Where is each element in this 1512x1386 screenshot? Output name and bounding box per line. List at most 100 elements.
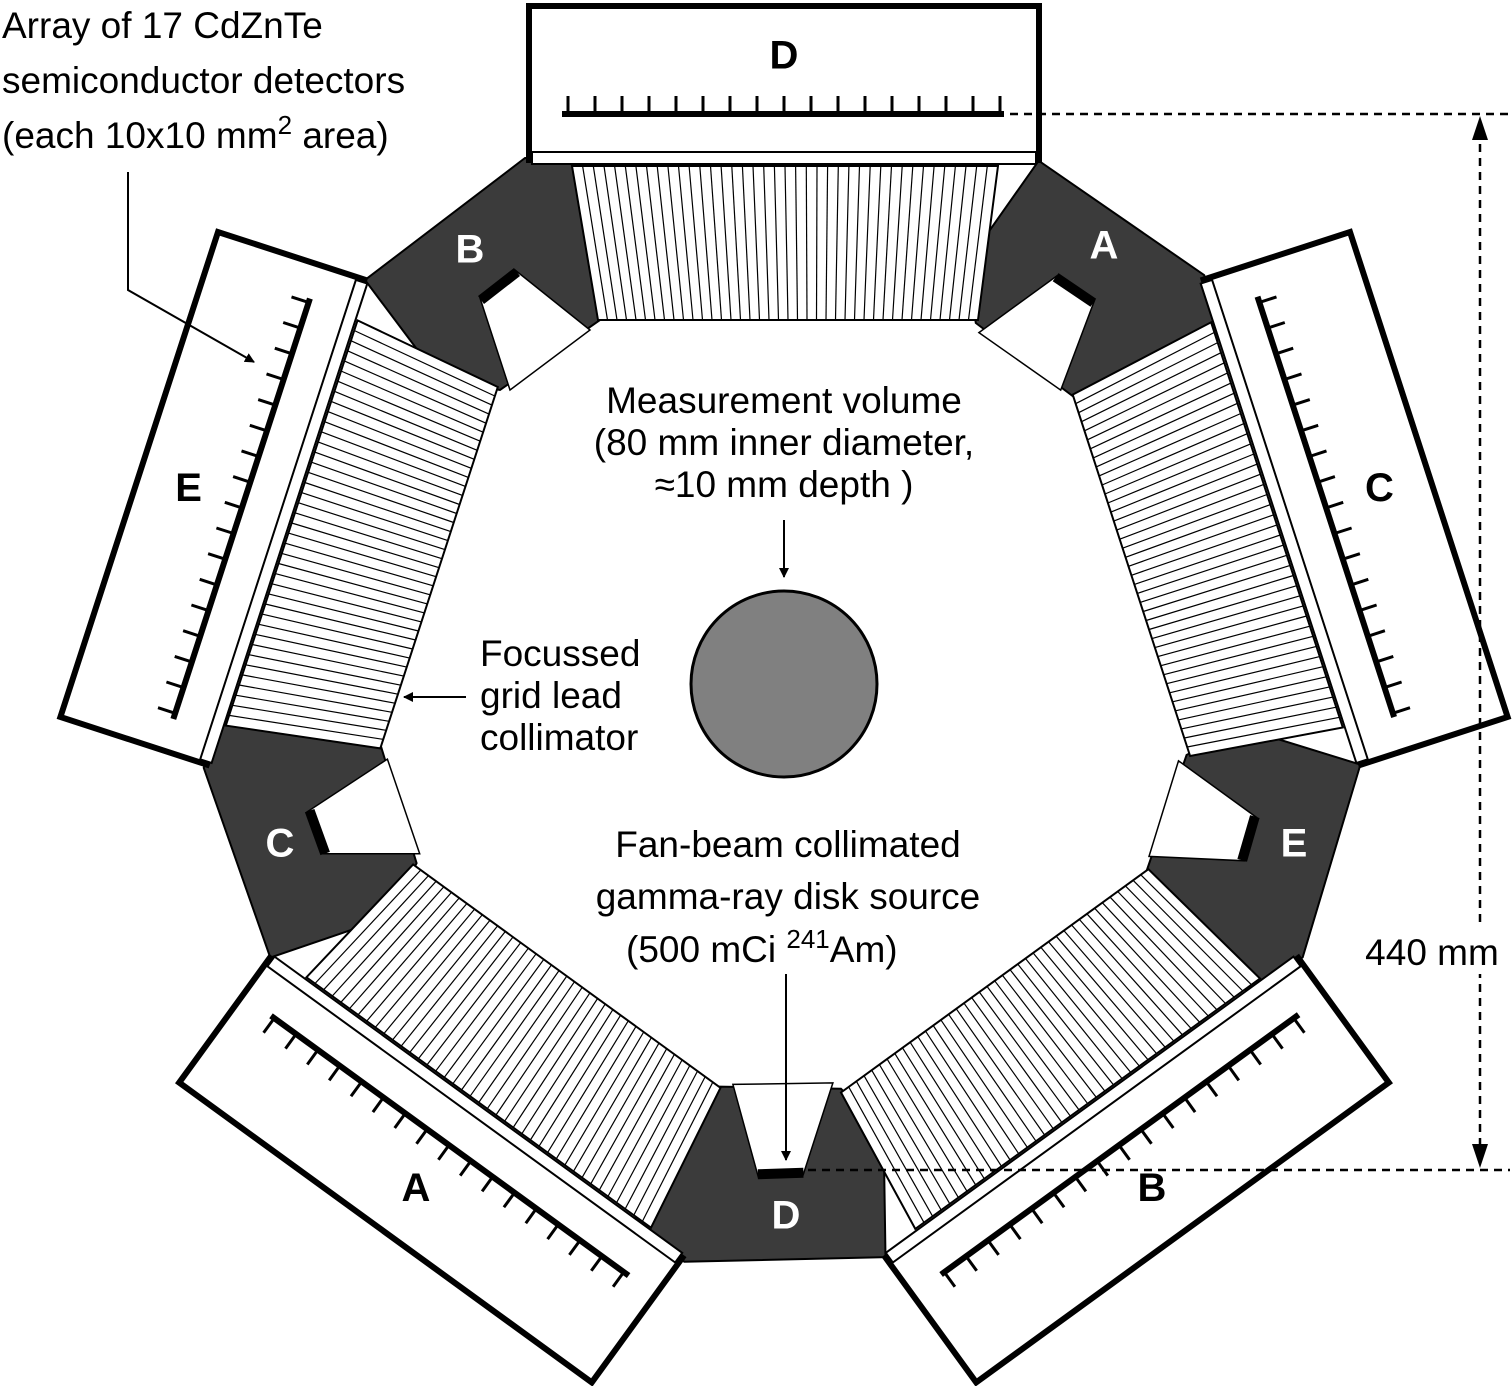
dimension-arrow-bottom xyxy=(1472,1144,1488,1168)
source-label-line-1: Fan-beam collimated xyxy=(615,824,960,865)
detector-pixel xyxy=(393,1112,407,1129)
detector-pixel xyxy=(1300,423,1319,433)
source-element xyxy=(757,1167,804,1180)
detector-module-D: D xyxy=(526,3,1042,321)
detector-module-label: D xyxy=(770,34,799,78)
detector-module-label: E xyxy=(175,466,202,510)
detector-area-exponent: 2 xyxy=(278,110,292,140)
detector-pixel xyxy=(157,706,176,715)
detector-pixel xyxy=(182,629,201,638)
source-isotope-symbol: Am) xyxy=(830,929,898,970)
dimension-label: 440 mm xyxy=(1365,932,1499,973)
detector-pixel xyxy=(1367,629,1386,638)
detector-array-label-line-2: semiconductor detectors xyxy=(2,60,405,101)
detector-pixel xyxy=(174,654,193,664)
detector-pixel xyxy=(274,346,293,356)
detector-pixel xyxy=(371,1096,385,1113)
detector-pixel xyxy=(986,1239,1000,1256)
source-element xyxy=(1237,815,1260,862)
detector-pixel xyxy=(165,680,184,690)
detector-pixel xyxy=(964,1255,978,1272)
detector-pixel xyxy=(1258,295,1277,304)
detector-pixel xyxy=(190,603,209,613)
detector-pixel xyxy=(327,1064,341,1082)
collimator-label-line-1: Focussed xyxy=(480,633,640,674)
source-block-label-A: A xyxy=(1090,224,1119,268)
shield-block xyxy=(202,705,421,959)
measurement-volume-label-line-1: Measurement volume xyxy=(606,380,962,421)
detector-pixel xyxy=(215,526,235,535)
detector-pixel xyxy=(1275,346,1294,356)
detector-pixel xyxy=(207,552,226,561)
detector-module-label: A xyxy=(402,1166,431,1210)
detector-pixel xyxy=(291,295,310,304)
detector-module-E: E xyxy=(56,228,500,769)
detector-pixel xyxy=(199,577,218,587)
detector-array-label-line-3: (each 10x10 mm2 area) xyxy=(2,110,389,156)
detector-pixel xyxy=(458,1160,473,1177)
detector-pixel xyxy=(249,423,268,433)
detector-pixel xyxy=(232,475,251,484)
detector-pixel xyxy=(1333,526,1353,535)
detector-pixel xyxy=(1052,1191,1066,1209)
detector-pixel xyxy=(943,1271,957,1288)
detector-pixel xyxy=(224,500,243,510)
detector-pixel xyxy=(284,1033,298,1050)
detector-area-suffix: area) xyxy=(292,115,389,156)
detector-area-text: (each 10x10 mm xyxy=(2,115,278,156)
detector-pixel xyxy=(1270,1033,1284,1050)
source-label-line-2: gamma-ray disk source xyxy=(596,876,981,917)
measurement-volume-label-line-3: ≈10 mm depth ) xyxy=(655,464,914,505)
detector-pixel xyxy=(349,1080,363,1098)
detector-pixel xyxy=(1325,500,1344,510)
detector-pixel xyxy=(415,1128,429,1145)
detector-pixel xyxy=(502,1191,516,1209)
detector-pixel xyxy=(1308,449,1327,458)
source-label-line-3: (500 mCi 241Am) xyxy=(626,924,898,970)
detector-pixel xyxy=(282,321,301,330)
detector-pixel xyxy=(1117,1144,1131,1161)
detector-pixel xyxy=(1248,1049,1262,1066)
detector-pixel xyxy=(524,1207,538,1225)
source-element xyxy=(1052,273,1097,307)
detector-pixel xyxy=(1074,1176,1088,1193)
detector-pixel xyxy=(1267,321,1286,330)
dimension-arrow-top xyxy=(1472,116,1488,140)
detector-pixel xyxy=(1095,1160,1110,1177)
source-block-label-C: C xyxy=(266,822,295,866)
detector-pixel xyxy=(1392,706,1411,715)
detector-array-label-line-1: Array of 17 CdZnTe xyxy=(2,5,323,46)
source-element xyxy=(304,809,330,856)
detector-pixel xyxy=(1030,1207,1044,1225)
detector-pixel xyxy=(480,1176,494,1193)
detector-pixel xyxy=(266,372,285,381)
detector-pixel xyxy=(1161,1112,1175,1129)
source-isotope-mass-number: 241 xyxy=(786,924,829,954)
source-block-label-B: B xyxy=(456,228,485,272)
detector-pixel xyxy=(1283,372,1302,381)
detector-pixel xyxy=(611,1271,625,1288)
detector-pixel xyxy=(1183,1096,1197,1113)
detector-pixel xyxy=(1139,1128,1153,1145)
detector-pixel xyxy=(1342,552,1361,561)
dimension-label-background xyxy=(1356,928,1506,974)
measurement-volume-disk xyxy=(689,589,879,779)
measurement-volume-label-line-2: (80 mm inner diameter, xyxy=(594,422,974,463)
detector-array-arrow xyxy=(127,172,255,363)
detector-module-label: C xyxy=(1365,466,1394,510)
detector-modules: D C B A E xyxy=(56,3,1512,1386)
detector-module-A: A xyxy=(175,863,722,1386)
shield-block xyxy=(965,159,1224,398)
detector-pixel xyxy=(306,1049,320,1066)
collimator-label-line-2: grid lead xyxy=(480,675,622,716)
source-activity-text: (500 mCi xyxy=(626,929,786,970)
detector-pixel xyxy=(590,1255,604,1272)
detector-pixel xyxy=(1375,654,1394,664)
detector-pixel xyxy=(262,1017,276,1034)
detector-pixel xyxy=(1317,475,1336,484)
detector-pixel xyxy=(1008,1223,1022,1240)
detector-module-label: B xyxy=(1138,1166,1167,1210)
source-element xyxy=(478,268,520,304)
